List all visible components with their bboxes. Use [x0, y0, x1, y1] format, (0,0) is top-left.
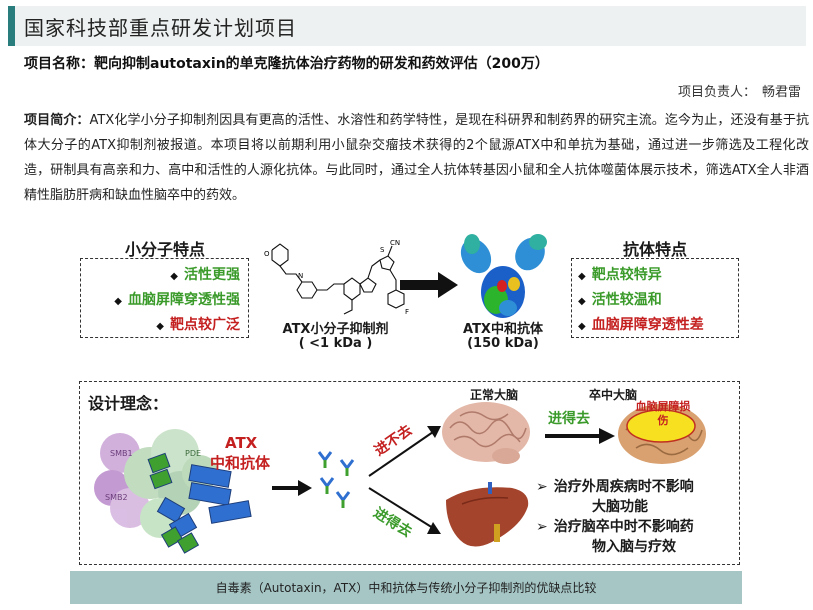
- protein-label: PDE: [185, 449, 201, 458]
- figure-caption: 自毒素（Autotaxin，ATX）中和抗体与传统小分子抑制剂的优缺点比较: [215, 581, 597, 595]
- antibody-feature: ◆活性较温和: [578, 292, 662, 308]
- diamond-bullet-icon: ◆: [578, 321, 586, 332]
- liver-image: [446, 482, 529, 547]
- intro-label: 项目简介：: [24, 113, 90, 128]
- atx-antibody-label: 中和抗体: [210, 454, 271, 472]
- atom-cn-label: CN: [390, 239, 400, 247]
- atom-n-label: N: [298, 272, 303, 280]
- small-molecule-label: ATX小分子抑制剂: [282, 322, 389, 337]
- header-accent: [8, 6, 15, 46]
- atom-s-label: S: [380, 246, 385, 254]
- project-name: 项目名称：靶向抑制autotaxin的单克隆抗体治疗药物的研发和药效评估（200…: [24, 56, 549, 72]
- small-molecule-size: ( <1 kDa ): [298, 336, 373, 351]
- design-title: 设计理念：: [88, 394, 169, 413]
- arrow-bullet-icon: ➢: [536, 519, 548, 535]
- small-molecule-features-box: [80, 258, 249, 338]
- molecule-structure: O N S CN F: [264, 239, 409, 316]
- diamond-bullet-icon: ◆: [578, 296, 586, 307]
- benefit-2: ➢治疗脑卒中时不影响药: [536, 519, 694, 535]
- antibody-size: (150 kDa): [467, 336, 539, 351]
- atom-o-label: O: [264, 250, 270, 258]
- arrow-bullet-icon: ➢: [536, 479, 548, 495]
- diamond-bullet-icon: ◆: [114, 296, 122, 307]
- stroke-brain-image: [618, 404, 706, 464]
- antibody-title: 抗体特点: [622, 240, 687, 259]
- atom-f-label: F: [405, 308, 409, 316]
- leader-label: 项目负责人：: [677, 85, 756, 100]
- page-title: 国家科技部重点研发计划项目: [24, 16, 297, 40]
- benefit-1: ➢治疗外周疾病时不影响: [536, 479, 694, 495]
- small-molecule-title: 小分子特点: [124, 240, 205, 259]
- small-molecule-feature: ◆活性更强: [170, 267, 240, 283]
- project-leader: 项目负责人： 畅君雷: [678, 81, 801, 100]
- protein-label: SMB1: [110, 449, 133, 458]
- figure-caption-bar: [70, 571, 742, 604]
- diamond-bullet-icon: ◆: [170, 271, 178, 282]
- antibody-icons: [317, 451, 355, 508]
- antibody-feature: ◆靶点较特异: [578, 267, 662, 283]
- protein-label: SMB2: [105, 493, 128, 502]
- antibody-feature: ◆血脑屏障穿透性差: [578, 317, 704, 333]
- normal-brain-image: [442, 402, 530, 464]
- bbb-damage-label: 血脑屏障损伤: [635, 400, 691, 427]
- leader-name: 畅君雷: [761, 85, 801, 100]
- antibody-label: ATX中和抗体: [463, 322, 543, 337]
- project-intro: 项目简介：ATX化学小分子抑制剂因具有更高的活性、水溶性和药学特性，是现在科研界…: [24, 108, 809, 208]
- small-molecule-feature: ◆靶点较广泛: [156, 317, 240, 333]
- diamond-bullet-icon: ◆: [578, 271, 586, 282]
- design-concept-box: [79, 381, 740, 565]
- antibody-structure-image: [460, 234, 547, 318]
- comparison-arrow-icon: [400, 272, 458, 298]
- diamond-bullet-icon: ◆: [156, 321, 164, 332]
- right-arrow-icon: [545, 428, 615, 444]
- intro-text: ATX化学小分子抑制剂因具有更高的活性、水溶性和药学特性，是现在科研界和制药界的…: [24, 113, 809, 203]
- stroke-brain-label: 卒中大脑: [589, 388, 638, 402]
- right-arrow-icon: [272, 480, 312, 496]
- header-bar: [8, 6, 806, 46]
- normal-brain-label: 正常大脑: [470, 388, 519, 402]
- atx-protein-complex-image: SMB1 PDE SMB2: [94, 429, 252, 554]
- antibody-features-box: [571, 258, 739, 338]
- diverging-arrows: [368, 426, 441, 534]
- benefit-2-cont: 物入脑与疗效: [592, 539, 676, 555]
- can-enter-label-brain: 进得去: [548, 411, 590, 427]
- small-molecule-feature: ◆血脑屏障穿透性强: [114, 292, 240, 308]
- benefit-1-cont: 大脑功能: [592, 499, 648, 515]
- atx-label: ATX: [225, 434, 258, 452]
